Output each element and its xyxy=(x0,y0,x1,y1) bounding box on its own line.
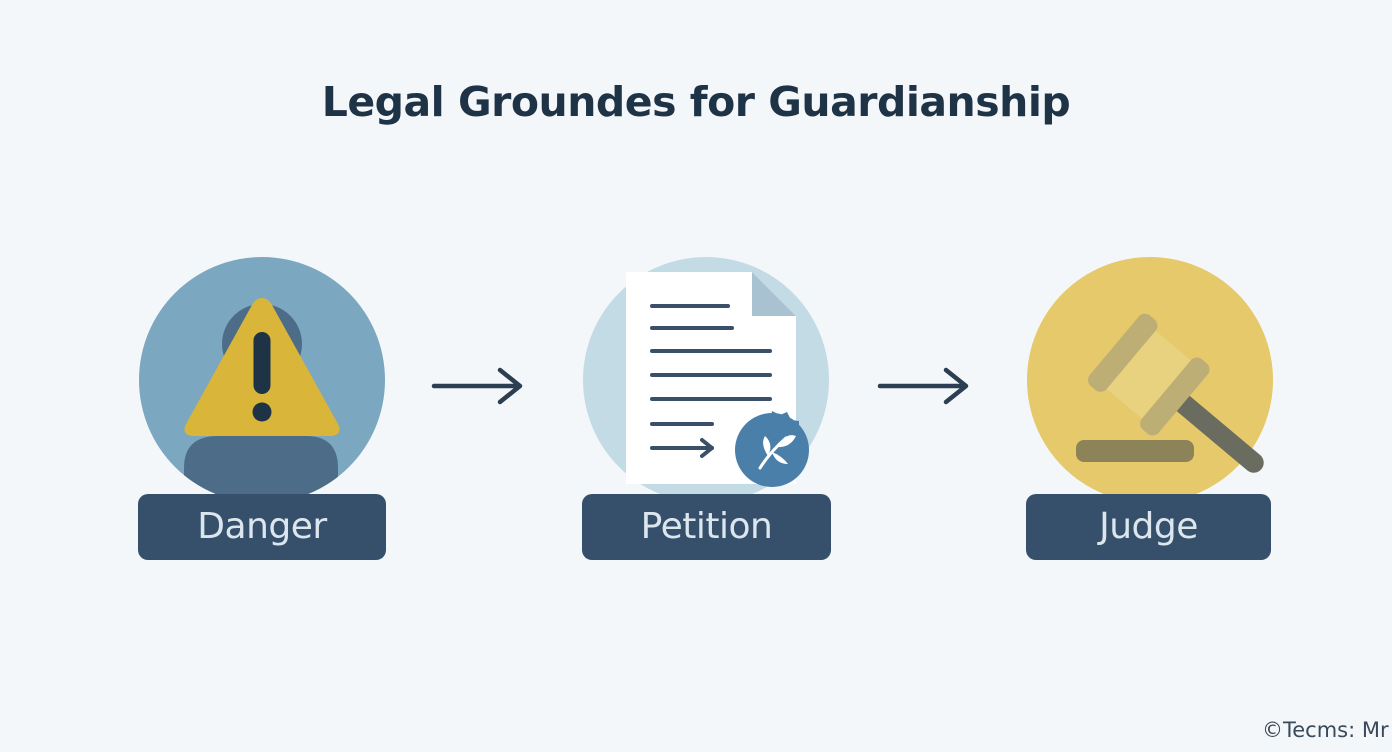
arrow-right-icon xyxy=(877,367,969,405)
warning-person-icon xyxy=(139,257,385,503)
step-petition: Petition xyxy=(582,256,832,566)
page-title: Legal Groundes for Guardianship xyxy=(321,78,1071,126)
step-danger: Danger xyxy=(138,256,388,566)
step-judge: Judge xyxy=(1026,256,1276,566)
step-label-petition: Petition xyxy=(582,494,831,560)
gavel-icon xyxy=(1027,257,1273,503)
document-seal-icon xyxy=(583,257,829,503)
arrow-right-icon xyxy=(431,367,523,405)
step-label-judge: Judge xyxy=(1026,494,1271,560)
step-label-danger: Danger xyxy=(138,494,386,560)
copyright-text: ©Tecms: Mr xyxy=(1262,718,1389,742)
